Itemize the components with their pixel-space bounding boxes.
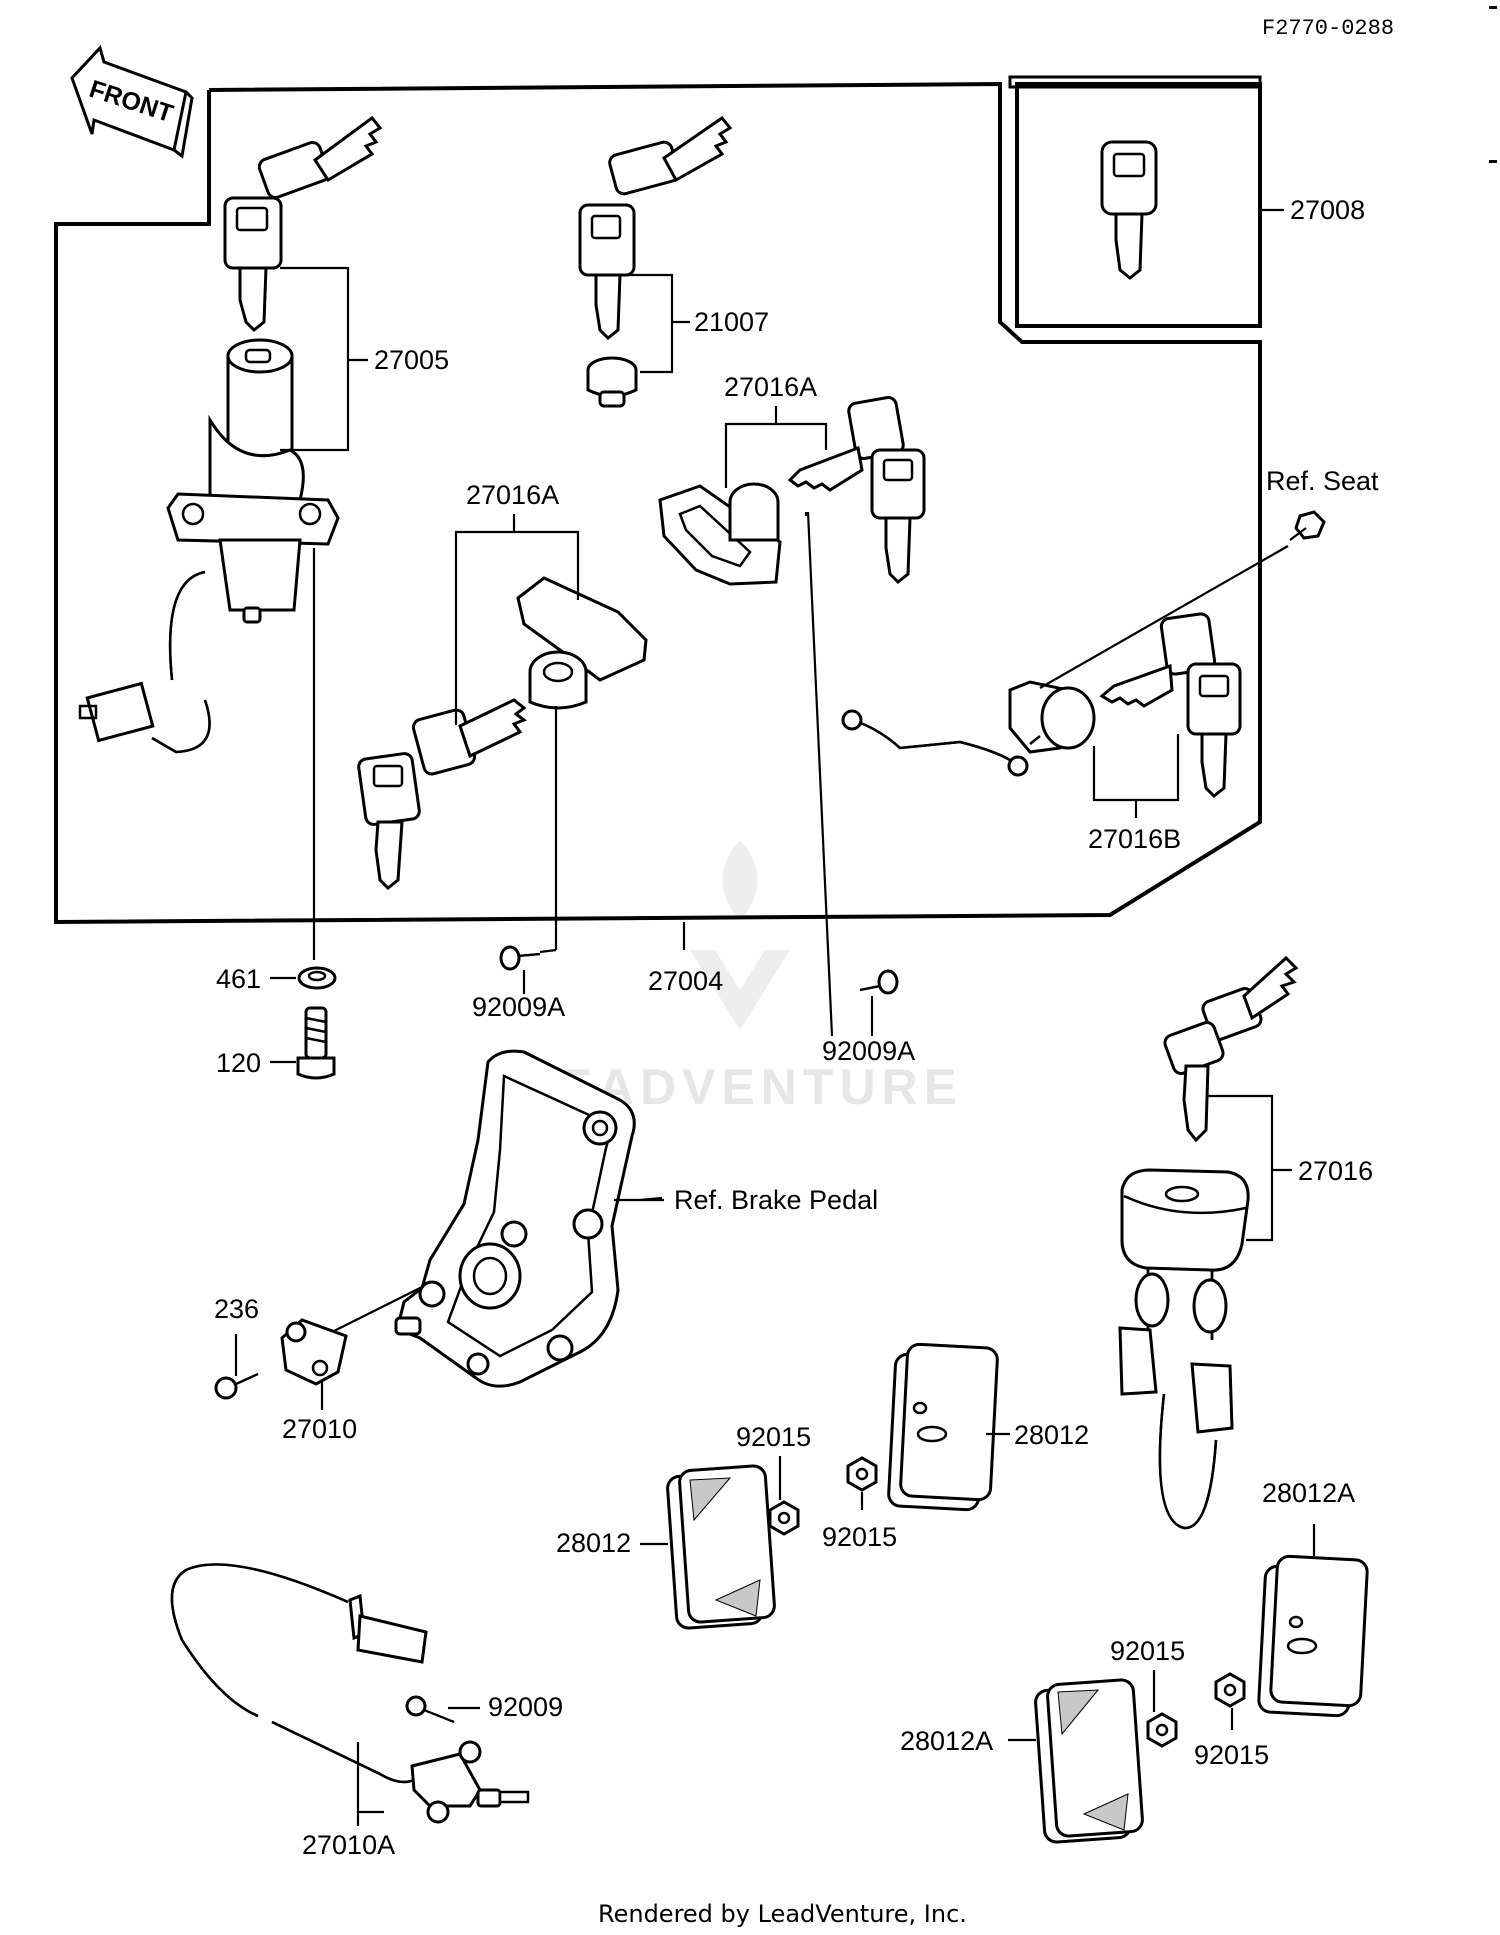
key-set-27016B [1099,612,1242,799]
edge-mark [1489,6,1497,9]
lock-27016A-top [658,482,782,586]
seat-lock-27016B [841,680,1096,777]
leader-27016A-mid [454,530,580,725]
callout-ref-seat: Ref. Seat [1266,466,1379,496]
callout-28012A-top: 28012A [1262,1478,1355,1508]
screw-92009A-left [499,945,541,971]
callout-28012A-bottom: 28012A [900,1726,993,1756]
callout-28012-right: 28012 [1014,1420,1089,1450]
front-arrow-icon: FRONT [70,45,194,159]
lock-cap-21007 [586,356,638,408]
screw-92009A-right [859,969,899,995]
screw-236 [214,1372,259,1400]
brake-pedal-bracket [394,1049,636,1388]
callout-27010: 27010 [282,1414,357,1444]
footer-credit: Rendered by LeadVenture, Inc. [598,1900,967,1928]
callout-ref-brake-pedal: Ref. Brake Pedal [674,1185,878,1215]
callout-461: 461 [216,964,261,994]
reflector-28012A-bottom [1034,1678,1144,1844]
callout-92015-d: 92015 [1194,1740,1269,1770]
stop-switch-27010 [280,1318,348,1386]
leader-ref-seat [1039,545,1289,689]
key-27008 [1100,140,1158,280]
callout-27016: 27016 [1298,1156,1373,1186]
kit-boundary-27004 [54,81,1262,925]
callout-92015-a: 92015 [736,1422,811,1452]
reflector-28012-left [666,1464,776,1630]
key-set-27016A-mid [357,698,528,891]
nut-92015-a [768,1500,800,1536]
key-set-27016 [1163,955,1299,1143]
leader-27016 [1208,1094,1274,1242]
key-box-27008 [1015,82,1262,328]
callout-92009A-left: 92009A [472,992,565,1022]
callout-27016B: 27016B [1088,824,1181,854]
callout-92009: 92009 [488,1692,563,1722]
callout-27008: 27008 [1290,195,1365,225]
nut-92015-b [846,1456,878,1492]
lock-27016A-mid [516,576,648,710]
key-box-27008-frame [1008,75,1262,89]
leader-92009A-right [806,511,834,1037]
switch-27010A [170,1563,530,1824]
leader-27010A [356,1742,384,1814]
nut-92015-c [1146,1712,1178,1748]
callout-27016A-top: 27016A [724,372,817,402]
screw-92009 [405,1695,455,1724]
callout-92015-b: 92015 [822,1522,897,1552]
seat-bolt [1289,510,1326,541]
callout-27005: 27005 [374,345,449,375]
callout-27010A: 27010A [302,1830,395,1860]
callout-21007: 21007 [694,307,769,337]
diagram-code: F2770-0288 [1262,16,1394,41]
callout-27004: 27004 [648,966,723,996]
helmet-lock-27016 [1118,1168,1250,1530]
reflector-28012A-top [1257,1554,1369,1718]
callout-27016A-mid: 27016A [466,480,559,510]
key-set-27005 [223,115,383,333]
callout-92015-c: 92015 [1110,1636,1185,1666]
callout-28012-left: 28012 [556,1528,631,1558]
callout-120: 120 [216,1048,261,1078]
nut-92015-d [1214,1672,1246,1708]
reflector-28012-right [887,1342,999,1512]
edge-mark [1489,160,1497,163]
callout-92009A-right: 92009A [822,1036,915,1066]
key-set-27016A-top [787,396,926,585]
leader-27016B [1092,734,1180,802]
ignition-switch-27005 [78,338,340,754]
key-set-21007 [578,115,733,341]
leader-21007 [620,273,674,374]
washer-461 [297,966,337,990]
bolt-120 [296,1006,336,1080]
callout-236: 236 [214,1294,259,1324]
